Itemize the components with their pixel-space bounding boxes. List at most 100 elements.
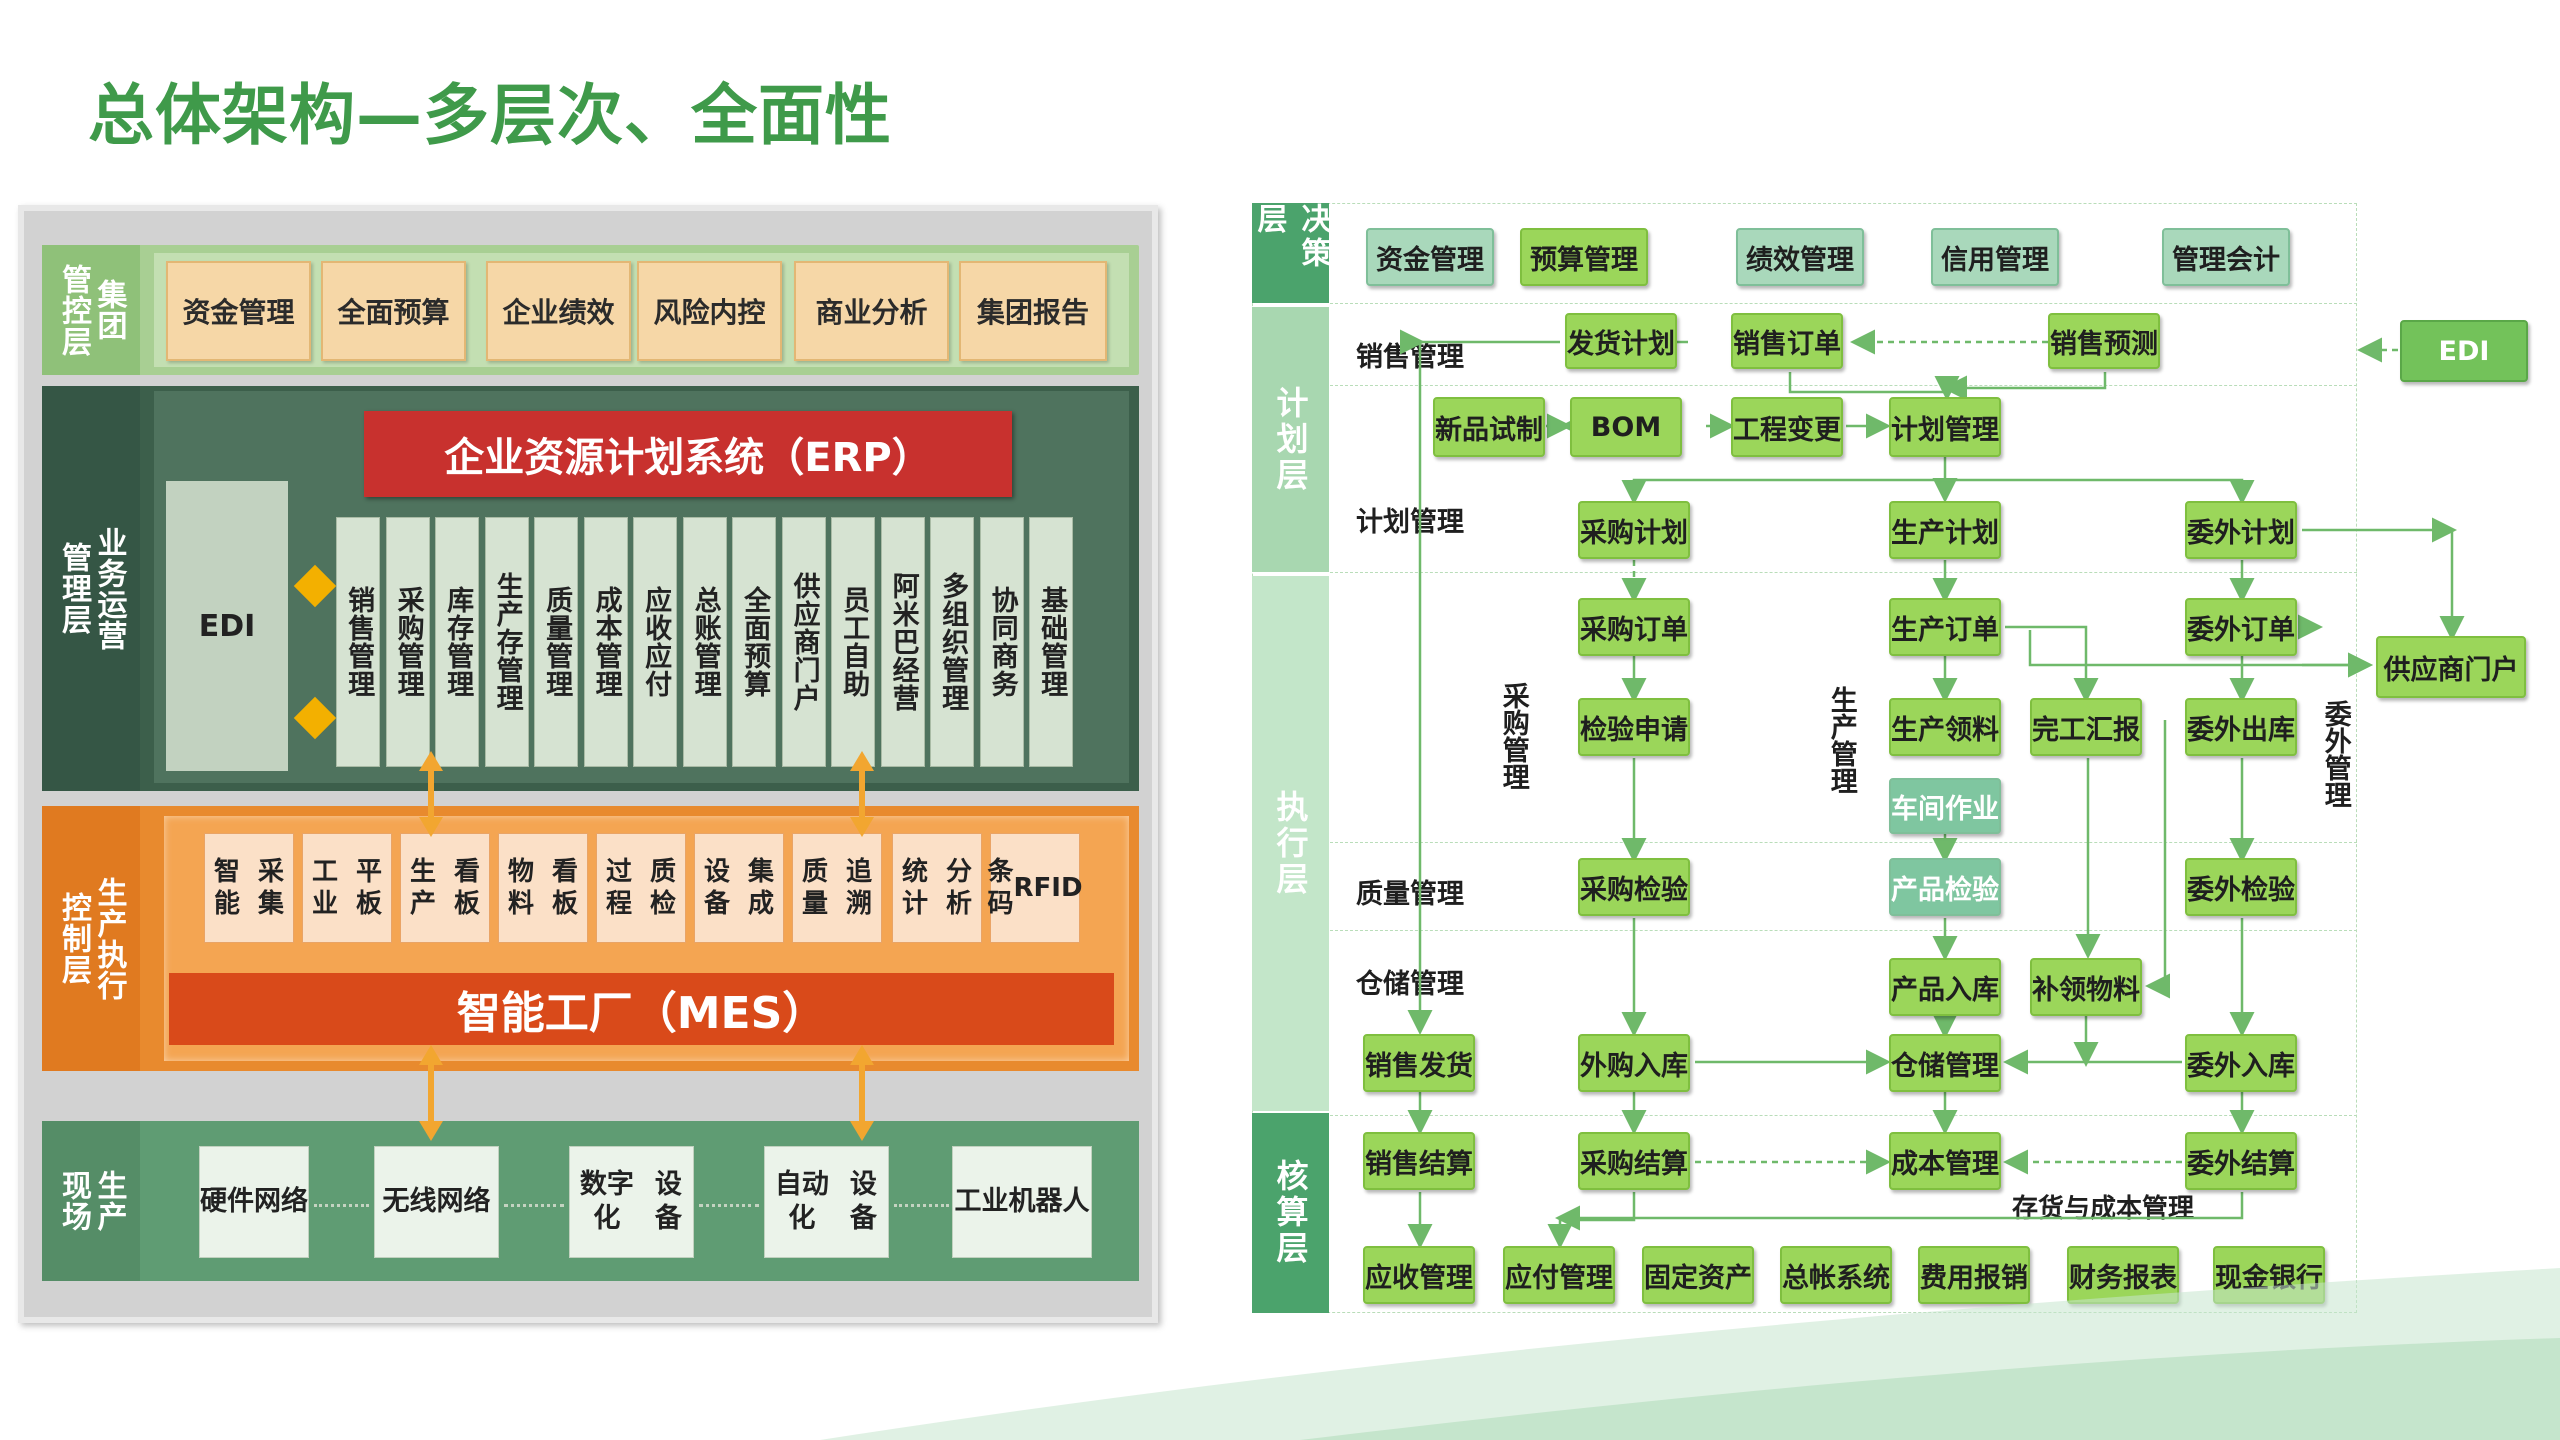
row-divider-2: [1330, 385, 2357, 386]
decision-fund: 资金管理: [1366, 228, 1494, 286]
row-divider-4: [1330, 842, 2357, 843]
row-divider-3: [1330, 572, 2357, 573]
erp-module: 阿米巴经营: [880, 517, 925, 767]
group-layer-label-b: 管控层: [56, 263, 91, 357]
node-product-inbound: 产品入库: [1889, 958, 2001, 1016]
field-layer-label: 现场 生产: [42, 1121, 140, 1281]
field-link-2: [504, 1204, 564, 1207]
erp-module: 质量管理: [534, 517, 578, 767]
node-general-ledger: 总帐系统: [1780, 1246, 1892, 1304]
group-item-risk: 风险内控: [637, 261, 782, 361]
row-divider-6: [1330, 1115, 2357, 1116]
node-outsource-order: 委外订单: [2185, 598, 2297, 656]
node-warehouse-management: 仓储管理: [1889, 1034, 2001, 1092]
field-link-1: [314, 1204, 369, 1207]
layer-exec: 执行层: [1252, 576, 1329, 1111]
node-production-plan: 生产计划: [1889, 501, 2001, 559]
node-product-inspection: 产品检验: [1889, 858, 2001, 916]
node-production-order: 生产订单: [1889, 598, 2001, 656]
layer-decision: 决策层: [1252, 203, 1331, 303]
group-item-budget: 全面预算: [321, 261, 466, 361]
mes-system-banner: 智能工厂（MES）: [169, 973, 1114, 1045]
decision-performance: 绩效管理: [1736, 228, 1864, 286]
field-link-3: [699, 1204, 759, 1207]
node-payables: 应付管理: [1503, 1246, 1615, 1304]
node-edi: EDI: [2400, 320, 2528, 382]
erp-layer-label-b: 管理层: [56, 542, 91, 635]
node-sales-order: 销售订单: [1731, 313, 1843, 369]
group-item-bi: 商业分析: [794, 261, 949, 361]
section-quality: 质量管理: [1356, 879, 1464, 910]
field-item-automation-device: 自动化设备: [764, 1146, 889, 1258]
node-sales-forecast: 销售预测: [2048, 313, 2160, 369]
field-item-digital-device: 数字化设备: [569, 1146, 694, 1258]
node-completion-report: 完工汇报: [2030, 698, 2142, 756]
node-outsource-settlement: 委外结算: [2185, 1132, 2297, 1190]
page-title: 总体架构—多层次、全面性: [88, 77, 892, 154]
mes-layer-label: 控制层 生产执行: [42, 806, 140, 1071]
erp-layer-label: 管理层 业务运营: [42, 386, 140, 791]
field-item-hardware-network: 硬件网络: [199, 1146, 309, 1258]
node-sales-settlement: 销售结算: [1363, 1132, 1475, 1190]
erp-module: 库存管理: [435, 517, 479, 767]
field-item-wireless-network: 无线网络: [374, 1146, 499, 1258]
row-divider-1: [1330, 303, 2357, 304]
mes-layer-label-b: 控制层: [56, 892, 91, 985]
field-item-industrial-robot: 工业机器人: [952, 1146, 1092, 1258]
architecture-stack-panel: 管控层 集团 资金管理 全面预算 企业绩效 风险内控 商业分析 集团报告 管理层…: [18, 205, 1158, 1323]
layer-plan: 计划层: [1252, 307, 1329, 572]
node-outsource-outbound: 委外出库: [2185, 698, 2297, 756]
field-link-4: [894, 1204, 949, 1207]
section-plan: 计划管理: [1356, 507, 1464, 538]
mes-item: 统计分析: [892, 833, 982, 943]
mes-item: 过程质检: [596, 833, 686, 943]
mes-item: 设备集成: [694, 833, 784, 943]
mes-erp-arrow-left: [419, 751, 443, 837]
decision-management-accounting: 管理会计: [2162, 228, 2290, 286]
node-outsource-plan: 委外计划: [2185, 501, 2297, 559]
node-inspection-request: 检验申请: [1578, 698, 1690, 756]
row-divider-5: [1330, 930, 2357, 931]
field-layer-label-b: 现场: [56, 1170, 91, 1232]
node-material-supplement: 补领物料: [2030, 958, 2142, 1016]
section-purchase-vertical: 采购管理: [1497, 682, 1529, 790]
node-purchase-inspection: 采购检验: [1578, 858, 1690, 916]
node-purchase-settlement: 采购结算: [1578, 1132, 1690, 1190]
group-layer-label: 管控层 集团: [42, 245, 140, 375]
node-outsourced-purchase-inbound: 外购入库: [1578, 1034, 1690, 1092]
node-cost-management: 成本管理: [1889, 1132, 2001, 1190]
erp-module: 协同商务: [979, 517, 1024, 767]
node-production-picking: 生产领料: [1889, 698, 2001, 756]
edi-block: EDI: [166, 481, 288, 771]
mes-item: 工业平板: [302, 833, 392, 943]
erp-module: 生产存管理: [484, 517, 529, 767]
node-purchase-plan: 采购计划: [1578, 501, 1690, 559]
decision-budget: 预算管理: [1520, 228, 1648, 286]
field-layer-label-a: 生产: [91, 1170, 127, 1232]
section-warehouse: 仓储管理: [1356, 969, 1464, 1000]
field-mes-arrow-right: [850, 1045, 874, 1141]
node-fixed-assets: 固定资产: [1642, 1246, 1754, 1304]
node-workshop-operation: 车间作业: [1889, 778, 2001, 834]
node-engineering-change: 工程变更: [1731, 397, 1843, 457]
mes-item: 智能采集: [204, 833, 294, 943]
erp-module: 全面预算: [732, 517, 776, 767]
erp-module: 基础管理: [1029, 517, 1073, 767]
node-outsource-inspection: 委外检验: [2185, 858, 2297, 916]
node-expense-reimbursement: 费用报销: [1918, 1246, 2030, 1304]
erp-module: 成本管理: [583, 517, 628, 767]
group-item-report: 集团报告: [959, 261, 1107, 361]
node-bom: BOM: [1570, 397, 1682, 457]
mes-item: 物料看板: [498, 833, 588, 943]
erp-module: 采购管理: [385, 517, 430, 767]
node-delivery-plan: 发货计划: [1565, 313, 1677, 369]
mes-layer-label-a: 生产执行: [91, 876, 127, 1001]
field-mes-arrow-left: [419, 1045, 443, 1141]
node-financial-statements: 财务报表: [2067, 1246, 2179, 1304]
group-layer-label-a: 集团: [91, 279, 127, 341]
erp-module: 供应商门户: [781, 517, 826, 767]
mes-erp-arrow-right: [850, 751, 874, 837]
node-new-product-trial: 新品试制: [1433, 397, 1545, 457]
